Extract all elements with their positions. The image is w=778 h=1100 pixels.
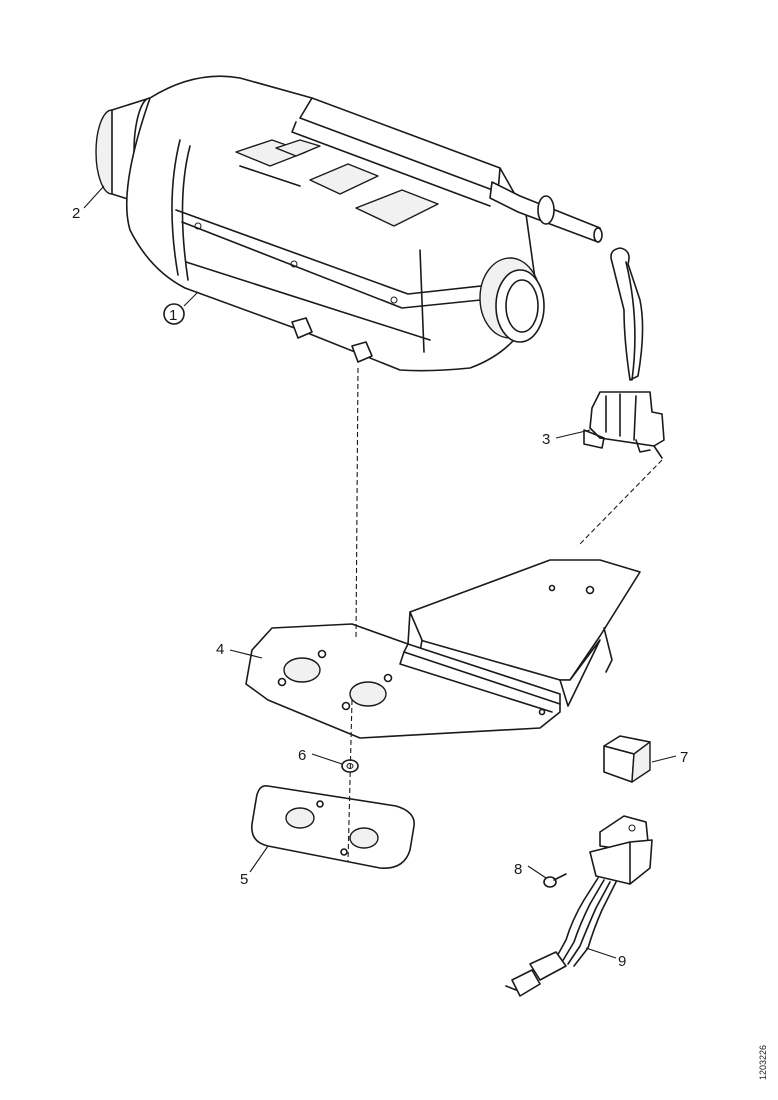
callout-9: 9 bbox=[618, 953, 626, 970]
figure-code: 1203226 bbox=[758, 1045, 768, 1080]
callout-4: 4 bbox=[216, 641, 224, 658]
callout-7: 7 bbox=[680, 749, 688, 766]
control-unit-wiring bbox=[505, 815, 653, 997]
callout-5: 5 bbox=[240, 871, 248, 888]
heater-unit bbox=[95, 75, 603, 372]
relay-cube bbox=[603, 735, 651, 783]
callout-labels: 1 2 3 4 5 6 7 8 9 bbox=[72, 205, 688, 970]
assembly-lines bbox=[347, 367, 663, 863]
cable-harness-connector bbox=[583, 247, 665, 459]
callout-6: 6 bbox=[298, 747, 306, 764]
callout-1: 1 bbox=[169, 307, 177, 324]
callout-3: 3 bbox=[542, 431, 550, 448]
callout-8: 8 bbox=[514, 861, 522, 878]
mounting-bracket bbox=[245, 559, 641, 739]
gasket bbox=[251, 784, 415, 869]
callout-leaders bbox=[83, 185, 677, 959]
callout-2: 2 bbox=[72, 205, 80, 222]
screw bbox=[543, 873, 567, 888]
